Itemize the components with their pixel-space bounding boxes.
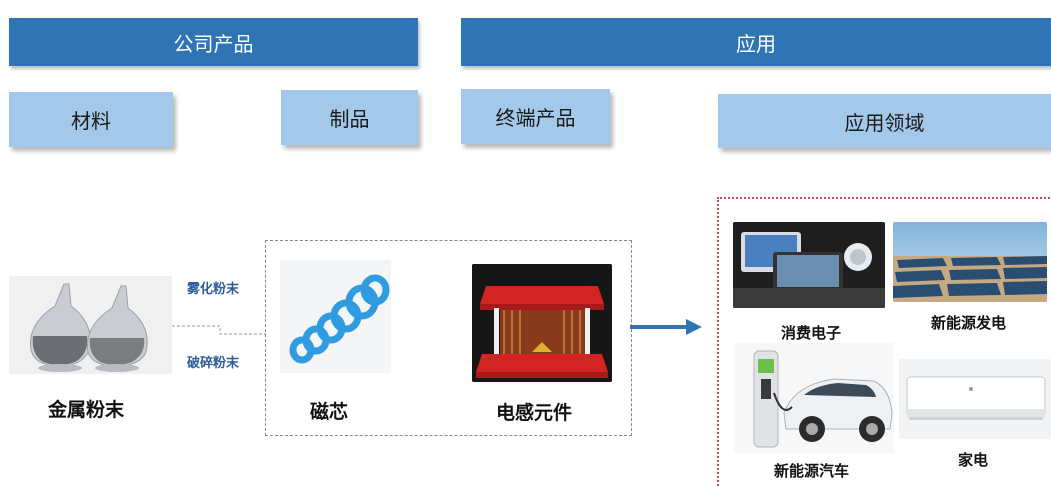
magnetic-core-caption: 磁芯 bbox=[310, 401, 349, 423]
applications-dotted-group bbox=[717, 197, 1051, 486]
application-fields-box: 应用领域 bbox=[718, 94, 1051, 148]
application-header: 应用 bbox=[461, 18, 1051, 66]
consumer-electronics-image bbox=[733, 222, 885, 308]
new-energy-power-image bbox=[893, 222, 1047, 302]
flow-arrow bbox=[630, 319, 702, 335]
company-products-header: 公司产品 bbox=[9, 18, 418, 66]
inductor-caption: 电感元件 bbox=[496, 402, 573, 424]
terminal-products-label: 终端产品 bbox=[495, 106, 576, 130]
products-label: 制品 bbox=[329, 107, 370, 131]
materials-box: 材料 bbox=[9, 92, 173, 147]
metal-powder-caption: 金属粉末 bbox=[48, 399, 125, 421]
products-box: 制品 bbox=[281, 90, 418, 145]
crushed-powder-label: 破碎粉末 bbox=[187, 356, 240, 371]
products-dashed-group bbox=[265, 240, 632, 436]
inductor-image bbox=[472, 264, 612, 382]
new-energy-power-caption: 新能源发电 bbox=[931, 314, 1007, 332]
application-fields-label: 应用领域 bbox=[844, 110, 925, 135]
magnetic-core-image bbox=[280, 260, 391, 373]
company-products-title: 公司产品 bbox=[173, 31, 254, 56]
new-energy-vehicle-caption: 新能源汽车 bbox=[774, 462, 850, 480]
new-energy-vehicle-image bbox=[734, 343, 894, 453]
materials-label: 材料 bbox=[71, 109, 111, 133]
terminal-products-box: 终端产品 bbox=[461, 89, 610, 144]
home-appliance-caption: 家电 bbox=[958, 451, 989, 469]
home-appliance-image bbox=[899, 359, 1051, 439]
metal-powder-image bbox=[9, 276, 172, 374]
atomized-powder-label: 雾化粉末 bbox=[187, 282, 240, 297]
application-title: 应用 bbox=[736, 31, 776, 56]
powder-connector-line bbox=[172, 325, 266, 335]
consumer-electronics-caption: 消费电子 bbox=[781, 324, 842, 342]
